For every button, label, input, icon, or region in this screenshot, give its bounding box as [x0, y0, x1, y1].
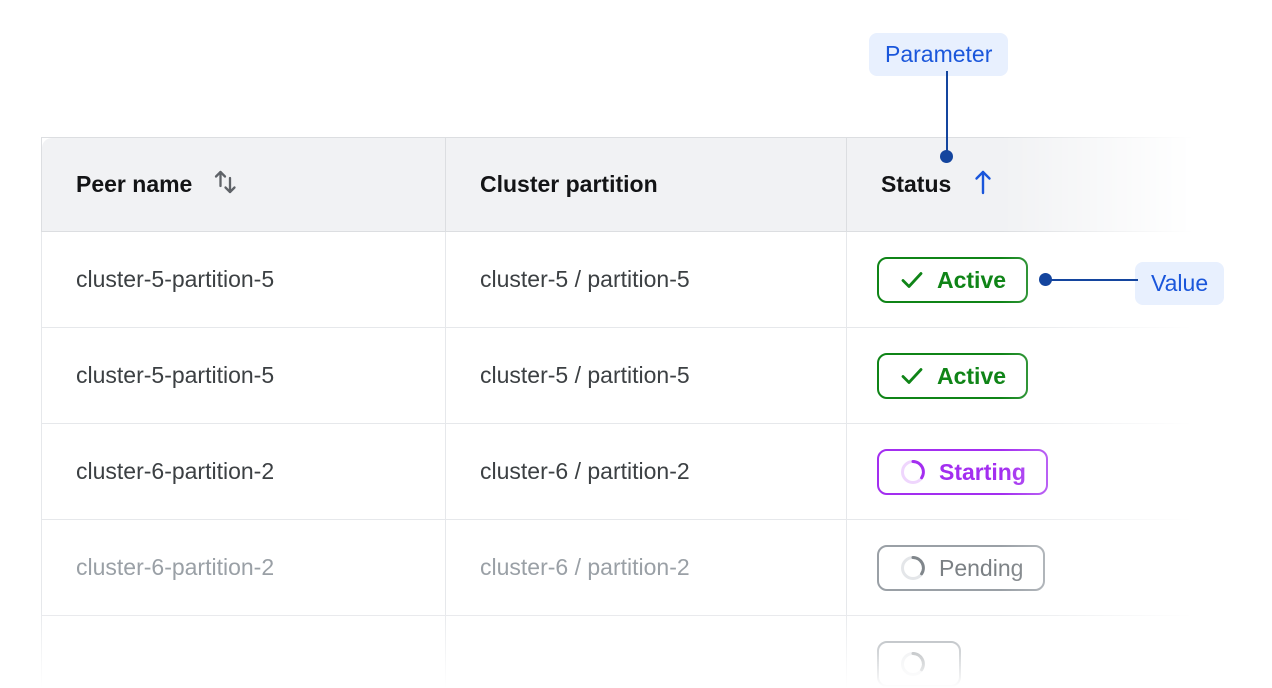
cell-status: Pending — [846, 519, 1201, 616]
status-badge-active: Active — [877, 352, 1029, 399]
cell-peer-name: cluster-5-partition-5 — [41, 231, 446, 328]
cell-status: Starting — [846, 423, 1201, 520]
status-badge-pending: Pending — [877, 544, 1046, 591]
table-body: cluster-5-partition-5 cluster-5 / partit… — [41, 231, 1201, 688]
column-header-peer-name-label: Peer name — [76, 171, 193, 197]
table-row[interactable]: cluster-6-partition-2 cluster-6 / partit… — [41, 519, 1201, 616]
column-header-cluster-partition[interactable]: Cluster partition — [445, 137, 847, 232]
cell-peer-name — [41, 615, 446, 688]
cell-cluster-partition — [445, 615, 847, 688]
annotation-anchor-dot-parameter — [940, 150, 953, 163]
cell-peer-name: cluster-6-partition-2 — [41, 519, 446, 616]
table-row[interactable]: cluster-5-partition-5 cluster-5 / partit… — [41, 327, 1201, 424]
table-row[interactable]: cluster-5-partition-5 cluster-5 / partit… — [41, 231, 1201, 328]
cell-cluster-partition: cluster-6 / partition-2 — [445, 519, 847, 616]
status-badge-active: Active — [877, 256, 1029, 303]
status-badge-label: Starting — [939, 459, 1026, 485]
table-row[interactable]: cluster-6-partition-2 cluster-6 / partit… — [41, 423, 1201, 520]
cell-status: Active — [846, 327, 1201, 424]
check-icon — [899, 363, 925, 389]
table-row[interactable] — [41, 615, 1201, 688]
spinner-icon — [899, 554, 927, 582]
status-badge-starting: Starting — [877, 448, 1048, 495]
cell-status — [846, 615, 1201, 688]
annotation-connector-horizontal — [1046, 279, 1138, 281]
status-badge-label: Pending — [939, 555, 1024, 581]
check-icon — [899, 267, 925, 293]
table-header: Peer name — [41, 137, 1201, 232]
sort-both-icon[interactable] — [210, 167, 240, 203]
table-header-row: Peer name — [41, 137, 1201, 232]
cell-cluster-partition: cluster-6 / partition-2 — [445, 423, 847, 520]
cell-peer-name: cluster-5-partition-5 — [41, 327, 446, 424]
column-header-cluster-partition-label: Cluster partition — [480, 171, 658, 197]
peers-table-container: Peer name — [41, 137, 1201, 688]
status-badge-label: Active — [937, 363, 1007, 389]
spinner-icon — [899, 650, 927, 678]
status-badge-label: Active — [937, 267, 1007, 293]
annotation-connector-vertical — [946, 71, 948, 156]
annotation-anchor-dot-value — [1039, 273, 1052, 286]
status-badge-pending — [877, 640, 961, 687]
peers-table: Peer name — [41, 137, 1201, 688]
arrow-up-icon[interactable] — [969, 167, 997, 203]
column-header-peer-name[interactable]: Peer name — [41, 137, 446, 232]
column-header-status-label: Status — [881, 171, 952, 197]
annotation-badge-parameter: Parameter — [869, 33, 1009, 76]
spinner-icon — [899, 458, 927, 486]
column-header-status[interactable]: Status — [846, 137, 1201, 232]
cell-cluster-partition: cluster-5 / partition-5 — [445, 327, 847, 424]
cell-peer-name: cluster-6-partition-2 — [41, 423, 446, 520]
annotation-badge-value: Value — [1135, 262, 1225, 305]
cell-cluster-partition: cluster-5 / partition-5 — [445, 231, 847, 328]
